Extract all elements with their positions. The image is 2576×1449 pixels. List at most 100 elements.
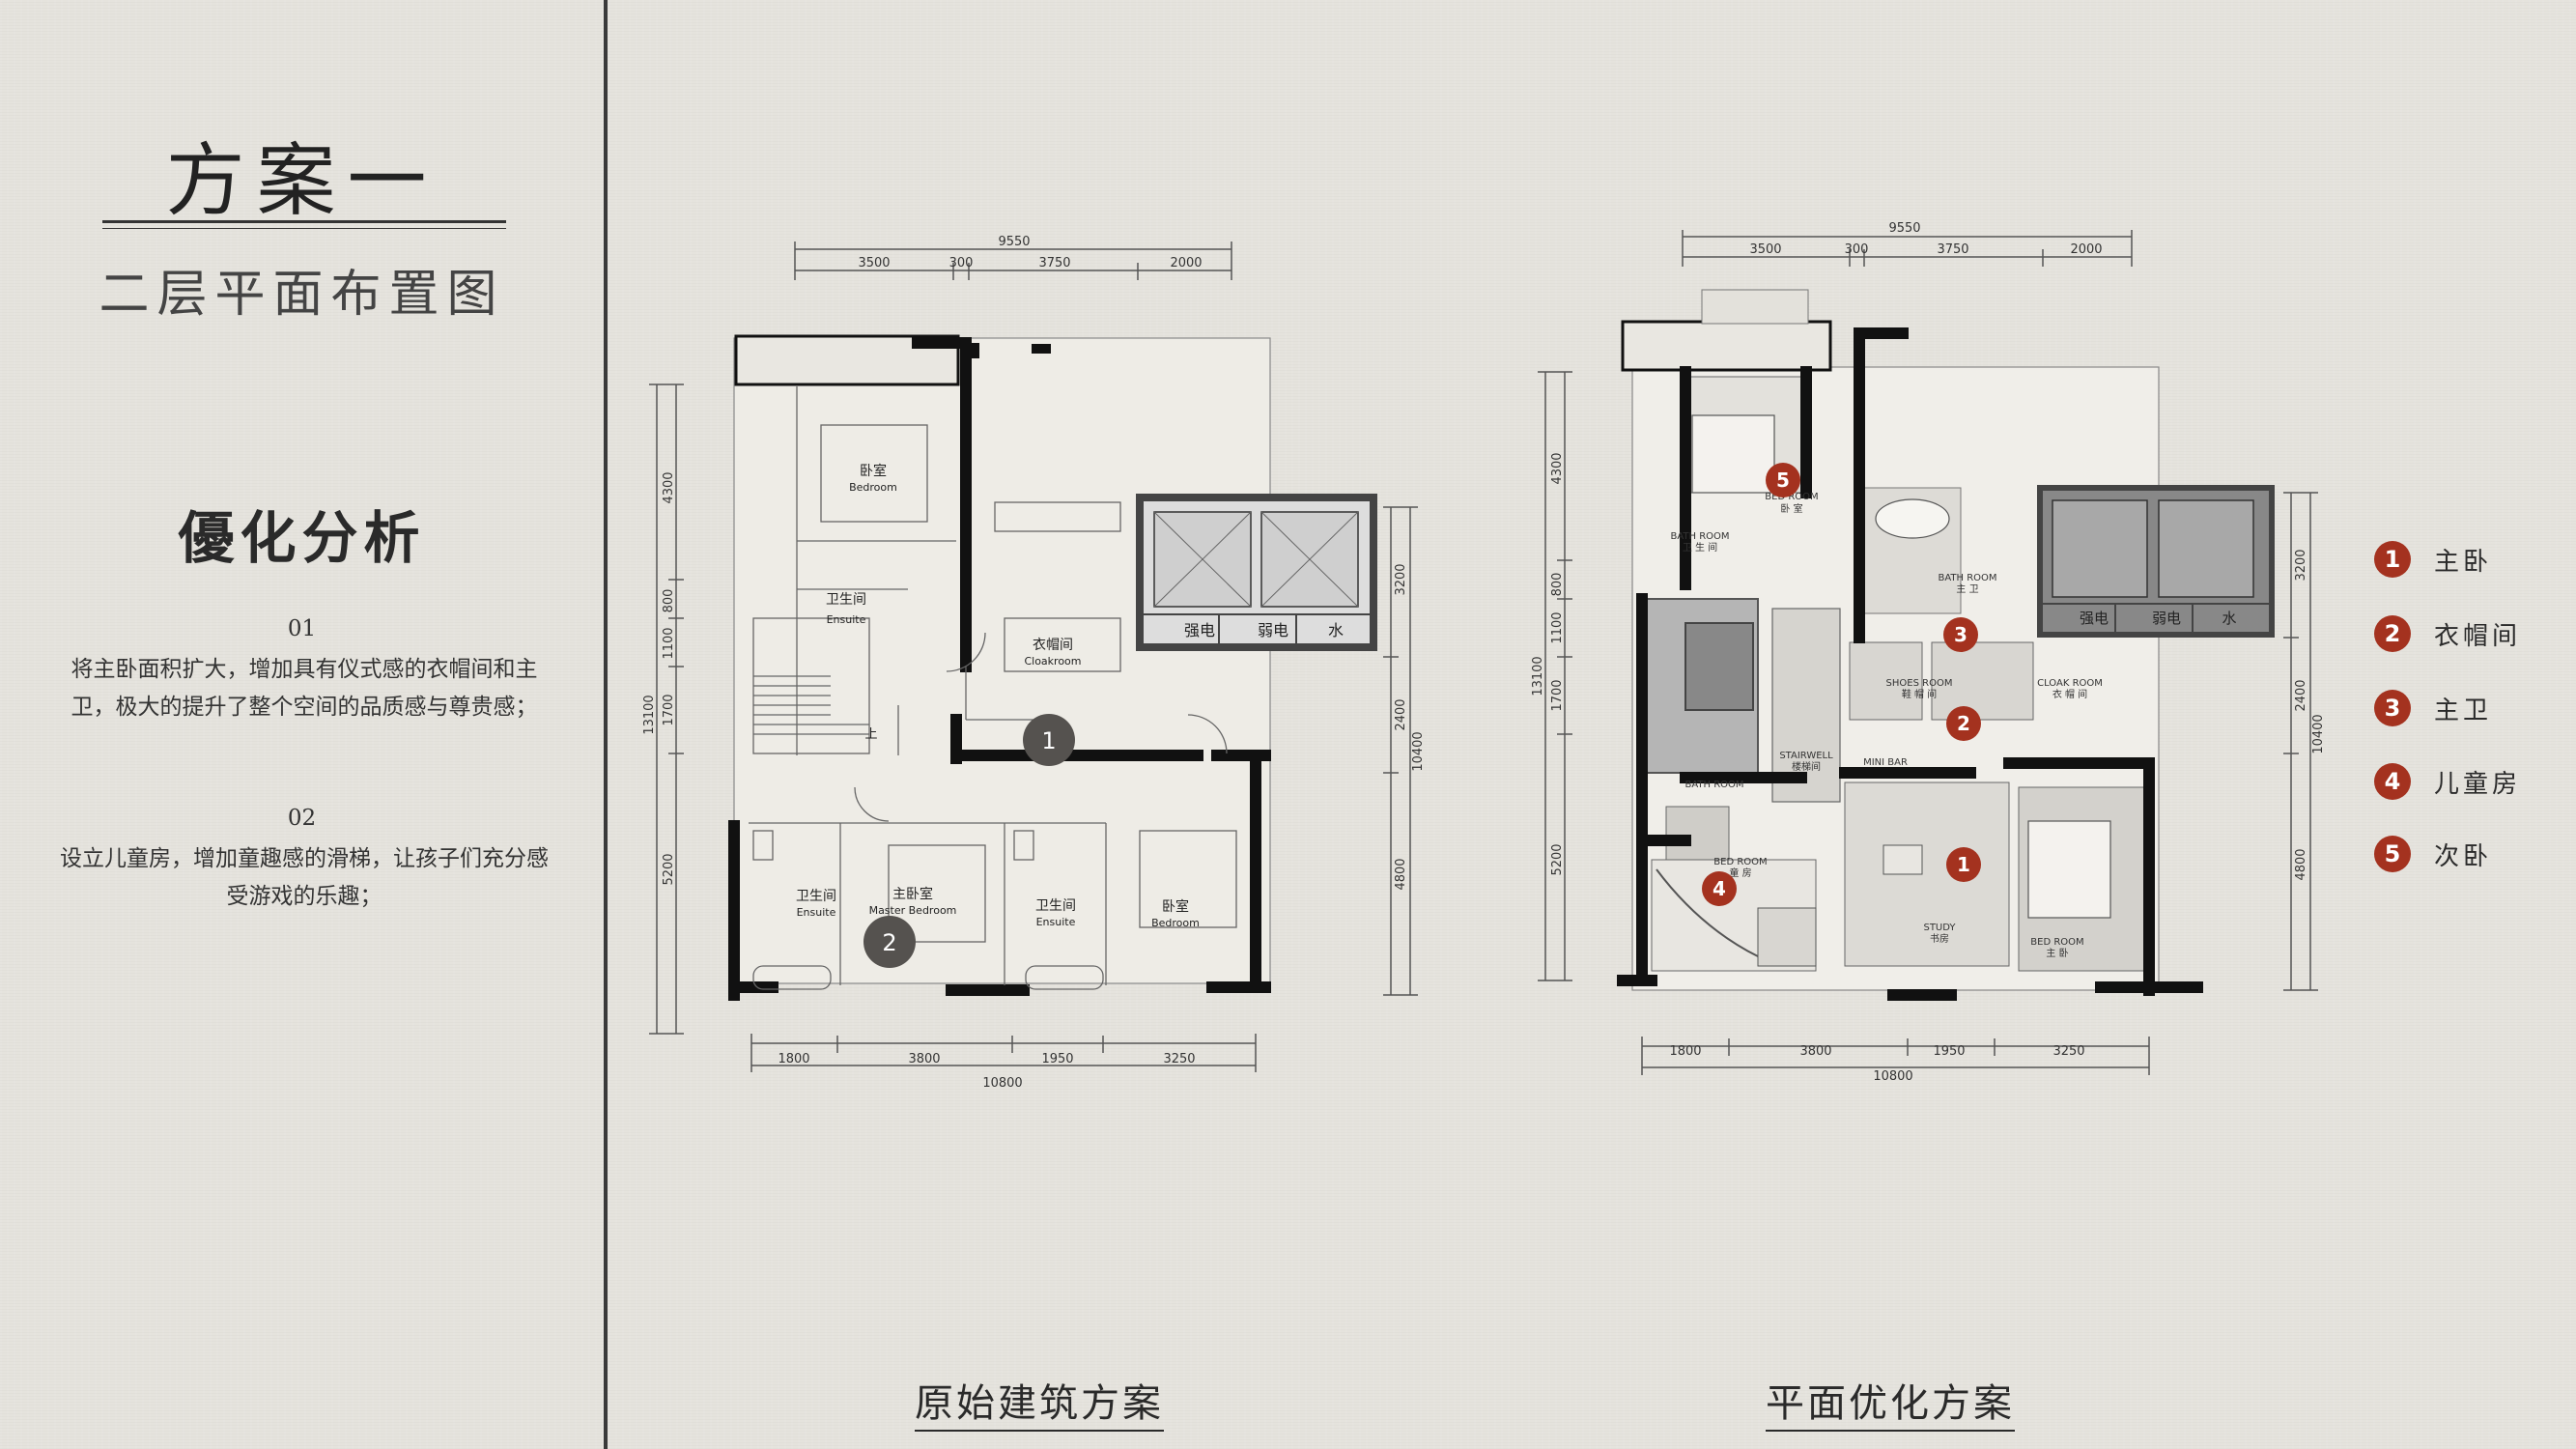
marker-4-optimized-label: 4: [1713, 877, 1726, 900]
opt-util-label-1: 强电: [2080, 610, 2109, 627]
opt-dim-left-4: 1700: [1550, 679, 1565, 711]
dim-bottom-1: 1800: [778, 1052, 809, 1066]
marker-3-optimized-label: 3: [1954, 623, 1967, 646]
marker-5-optimized-label: 5: [1776, 469, 1790, 492]
dim-top-3: 3750: [1038, 256, 1070, 270]
panel-divider: [604, 0, 608, 1449]
marker-3-optimized: [1943, 617, 1978, 652]
opt-dim-top-4: 2000: [2070, 242, 2102, 257]
legend-label-2: 衣帽间: [2434, 621, 2522, 651]
opt-dim-bottom-3: 1950: [1933, 1044, 1965, 1059]
legend-marker-3: 3: [2374, 690, 2411, 726]
dim-left-4: 1700: [662, 694, 676, 725]
util-label-1: 强电: [1184, 621, 1215, 639]
opt-dim-bottom-1: 1800: [1669, 1044, 1701, 1059]
dim-bottom-4: 3250: [1163, 1052, 1195, 1066]
dim-bottom-total: 10800: [982, 1076, 1022, 1091]
dim-bottom-2: 3800: [908, 1052, 940, 1066]
opt-label-bed-top: BED ROOM: [1765, 492, 1818, 502]
marker-2-optimized-label: 2: [1957, 712, 1970, 735]
opt-dim-bottom-4: 3250: [2052, 1044, 2084, 1059]
marker-1-original: [1023, 714, 1075, 766]
dim-top-4: 2000: [1170, 256, 1202, 270]
opt-label-bath-main-cn: 主 卫: [1956, 583, 1978, 595]
room-master-cn: 主卧室: [892, 886, 933, 902]
dim-right-2: 2400: [1394, 698, 1408, 730]
opt-label-study-cn: 书房: [1930, 932, 1949, 945]
opt-util-label-2: 弱电: [2152, 610, 2181, 627]
legend-item-1: 1 主卧: [2374, 538, 2492, 581]
dim-left-2: 800: [662, 589, 676, 613]
legend-marker-2: 2: [2374, 615, 2411, 652]
opt-label-master-cn: 主 卧: [2046, 947, 2068, 959]
stairwell-lobby: [1771, 608, 1841, 803]
opt-label-stairwell: STAIRWELL: [1779, 751, 1833, 761]
marker-2-optimized: [1946, 706, 1981, 741]
opt-dim-top-1: 3500: [1749, 242, 1781, 257]
analysis-heading: 優化分析: [178, 505, 426, 571]
opt-label-cloak: CLOAK ROOM: [2037, 678, 2103, 689]
room-ensuite-b-en: Ensuite: [797, 906, 836, 919]
opt-label-bath-kid: BATH ROOM: [1684, 780, 1743, 790]
room-master-en: Master Bedroom: [869, 904, 957, 917]
marker-2-original: [863, 916, 916, 968]
legend-marker-4: 4: [2374, 763, 2411, 800]
original-floor-plan: 9550 3500 300 3750 2000 1800 3800 1950 3…: [642, 235, 1426, 1091]
util-label-3: 水: [1328, 621, 1344, 639]
room-bedroom-b-cn: 卧室: [1162, 898, 1189, 915]
opt-dim-left-5: 5200: [1550, 843, 1565, 875]
stairwell-core: [1684, 622, 1754, 711]
dim-top-total: 9550: [998, 235, 1030, 249]
point-text-01: 将主卧面积扩大，增加具有仪式感的衣帽间和主卫，极大的提升了整个空间的品质感与尊贵…: [71, 657, 538, 720]
opt-dim-left-2: 800: [1550, 573, 1565, 597]
room-bedroom-a-cn: 卧室: [860, 463, 887, 479]
opt-label-study: STUDY: [1923, 923, 1956, 933]
dim-left-3: 1100: [662, 627, 676, 659]
marker-1-optimized: [1946, 847, 1981, 882]
opt-dim-left-3: 1100: [1550, 611, 1565, 643]
point-text-02: 设立儿童房，增加童趣感的滑梯，让孩子们充分感受游戏的乐趣；: [60, 846, 549, 909]
dim-right-1: 3200: [1394, 563, 1408, 595]
stair-up-label: 上: [864, 727, 877, 742]
room-cloakroom-en: Cloakroom: [1024, 655, 1081, 668]
opt-label-shoes-cn: 鞋 帽 间: [1902, 688, 1937, 700]
point-number-01: 01: [287, 616, 317, 641]
room-ensuite-c-cn: 卫生间: [1035, 898, 1076, 914]
opt-label-bath-small: BATH ROOM: [1670, 531, 1729, 542]
opt-label-master: BED ROOM: [2030, 937, 2083, 948]
opt-label-bath-small-cn: 卫 生 间: [1683, 541, 1717, 554]
opt-dim-top-total: 9550: [1888, 221, 1920, 236]
opt-label-bath-main: BATH ROOM: [1938, 573, 1996, 583]
legend-label-5: 次卧: [2434, 841, 2493, 871]
legend-label-3: 主卫: [2434, 696, 2493, 725]
opt-dim-bottom-2: 3800: [1799, 1044, 1831, 1059]
opt-elevator-car-1: [2052, 499, 2148, 598]
opt-util-label-3: 水: [2222, 610, 2236, 627]
legend-marker-1: 1: [2374, 541, 2411, 578]
bathtub: [1875, 498, 1950, 539]
master-bed: [2027, 820, 2111, 919]
opt-dim-right-2: 2400: [2294, 679, 2308, 711]
opt-dim-top-3: 3750: [1937, 242, 1968, 257]
caption-optimized: 平面优化方案: [1766, 1372, 2015, 1432]
opt-label-minibar: MINI BAR: [1863, 757, 1908, 768]
dim-right-3: 4800: [1394, 858, 1408, 890]
opt-label-cloak-cn: 衣 帽 间: [2052, 688, 2087, 700]
caption-original: 原始建筑方案: [915, 1372, 1164, 1432]
marker-2-original-label: 2: [882, 929, 896, 956]
legend-item-2: 2 衣帽间: [2374, 612, 2521, 655]
legend-marker-5: 5: [2374, 836, 2411, 872]
room-bedroom-b-en: Bedroom: [1151, 917, 1200, 929]
floor-area: [733, 337, 1271, 984]
opt-dim-top-2: 300: [1845, 242, 1869, 257]
legend-item-4: 4 儿童房: [2374, 760, 2521, 803]
optimized-markers: 1 2 3 4 5: [1702, 463, 1981, 906]
opt-dim-right-1: 3200: [2294, 549, 2308, 581]
page-title: 方案一: [165, 135, 439, 227]
title-underline-thin: [102, 228, 506, 229]
dim-left-1: 4300: [662, 471, 676, 503]
marker-1-original-label: 1: [1041, 727, 1056, 754]
room-ensuite-c-en: Ensuite: [1036, 916, 1076, 928]
room-ensuite-a-en: Ensuite: [827, 613, 866, 626]
opt-balcony-top: [1621, 320, 1832, 372]
